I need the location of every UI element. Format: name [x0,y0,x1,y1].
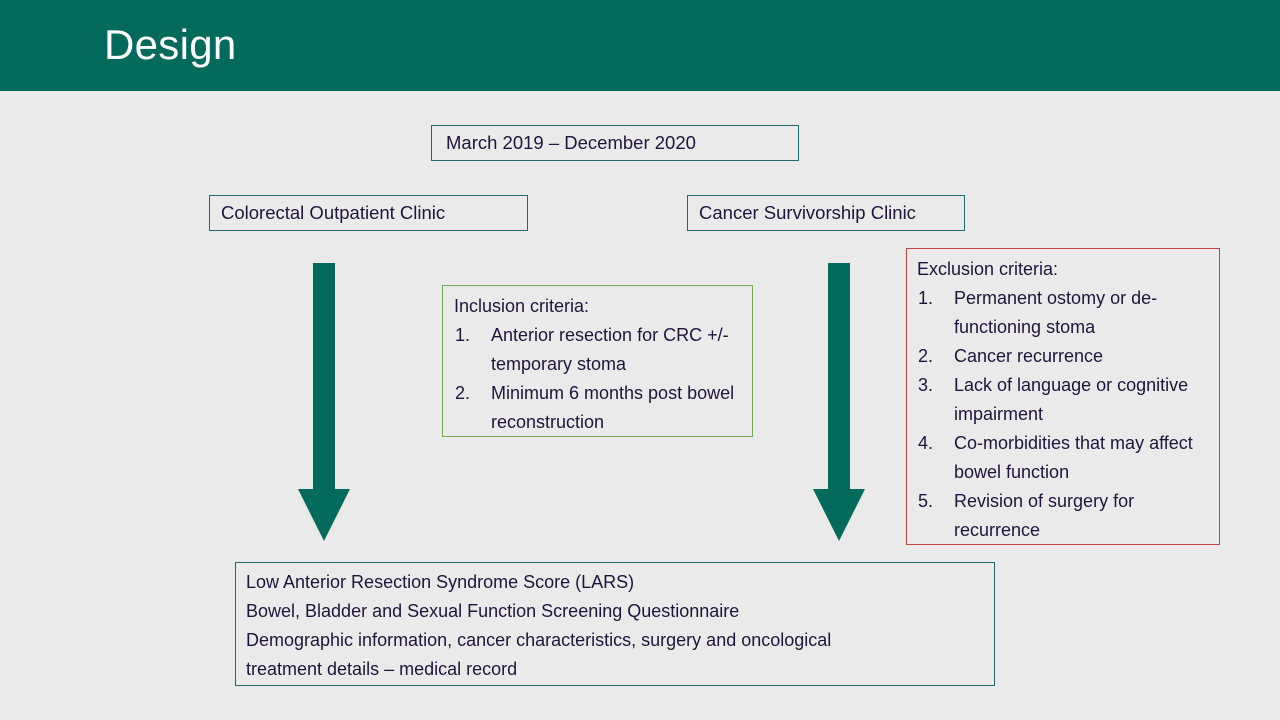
exclusion-criteria-box: Exclusion criteria: 1. Permanent ostomy … [906,248,1220,545]
outcome-line: treatment details – medical record [246,659,518,679]
colorectal-outpatient-clinic-box: Colorectal Outpatient Clinic [209,195,528,231]
list-item-text: Cancer recurrence [954,346,1104,366]
date-range-label: March 2019 – December 2020 [446,132,696,153]
cancer-survivorship-clinic-box: Cancer Survivorship Clinic [687,195,965,231]
list-item-number: 1. [918,288,934,308]
down-arrow-icon [813,263,865,541]
outcome-measures-box: Low Anterior Resection Syndrome Score (L… [235,562,995,686]
list-item-text: Co-morbidities that may affect bowel fun… [954,433,1193,482]
list-item: 1. Anterior resection for CRC +/- tempor… [453,321,746,379]
list-item-text: Permanent ostomy or de-functioning stoma [954,288,1158,337]
list-item-text: Minimum 6 months post bowel reconstructi… [491,383,735,432]
list-item-number: 3. [918,375,934,395]
list-item: 4. Co-morbidities that may affect bowel … [916,429,1215,487]
exclusion-criteria-list: 1. Permanent ostomy or de-functioning st… [916,284,1215,545]
list-item-number: 2. [455,383,471,403]
list-item: 2. Cancer recurrence [916,342,1215,371]
date-range-box: March 2019 – December 2020 [431,125,799,161]
list-item-text: Revision of surgery for recurrence [954,491,1135,540]
list-item: 1. Permanent ostomy or de-functioning st… [916,284,1215,342]
slide-header-band [0,0,1280,91]
list-item: 3. Lack of language or cognitive impairm… [916,371,1215,429]
exclusion-criteria-heading: Exclusion criteria: [917,259,1059,279]
list-item-number: 4. [918,433,934,453]
list-item-number: 2. [918,346,934,366]
list-item-text: Lack of language or cognitive impairment [954,375,1189,424]
list-item-text: Anterior resection for CRC +/- temporary… [491,325,729,374]
outcome-line: Low Anterior Resection Syndrome Score (L… [246,572,635,592]
list-item: 5. Revision of surgery for recurrence [916,487,1215,545]
list-item-number: 5. [918,491,934,511]
colorectal-clinic-label: Colorectal Outpatient Clinic [221,202,446,223]
inclusion-criteria-box: Inclusion criteria: 1. Anterior resectio… [442,285,753,437]
outcome-line: Bowel, Bladder and Sexual Function Scree… [246,601,740,621]
page-title: Design [104,21,237,68]
inclusion-criteria-list: 1. Anterior resection for CRC +/- tempor… [453,321,746,437]
list-item: 2. Minimum 6 months post bowel reconstru… [453,379,746,437]
outcome-line: Demographic information, cancer characte… [246,630,832,650]
list-item-number: 1. [455,325,471,345]
down-arrow-icon [298,263,350,541]
down-arrow-right [813,263,865,548]
inclusion-criteria-heading: Inclusion criteria: [454,296,590,316]
survivorship-clinic-label: Cancer Survivorship Clinic [699,202,916,223]
down-arrow-left [298,263,350,548]
